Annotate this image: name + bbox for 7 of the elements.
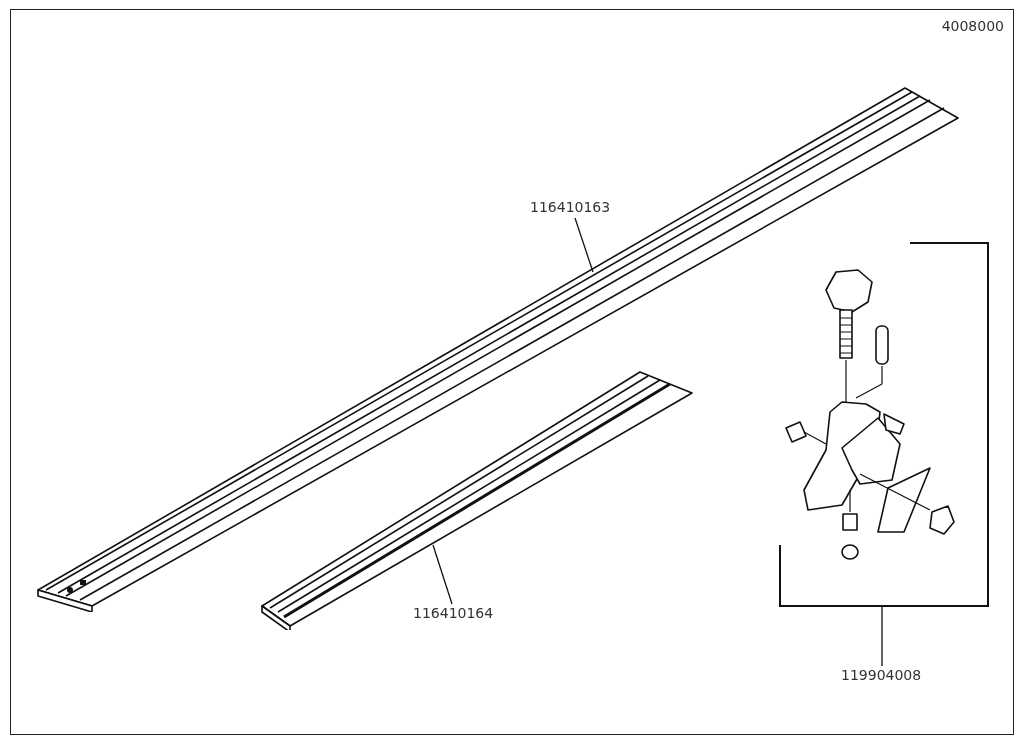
- part-number: 116410164: [413, 605, 494, 621]
- leader-line: [881, 606, 883, 667]
- drawing-number: 4008000: [941, 18, 1004, 34]
- leader-line: [432, 544, 453, 605]
- part-number: 119904008: [841, 667, 922, 683]
- part-number: 116410163: [530, 199, 611, 215]
- leader-line: [574, 217, 594, 273]
